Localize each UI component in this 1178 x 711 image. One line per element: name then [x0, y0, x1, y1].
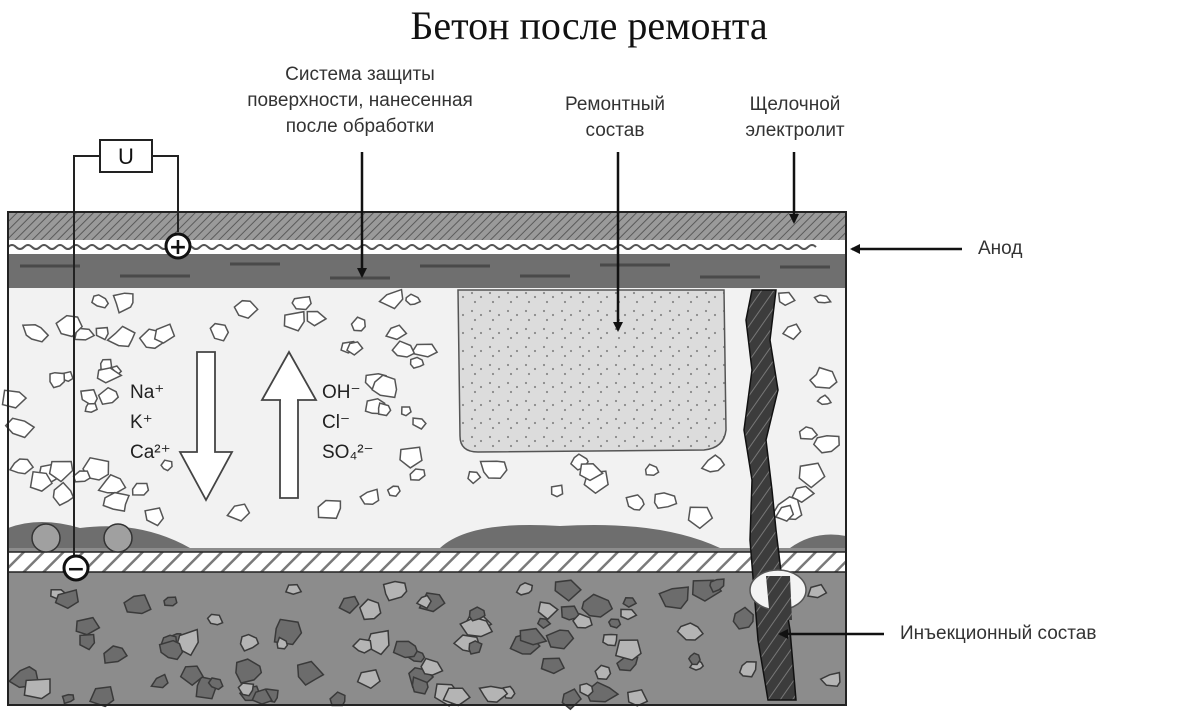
- surface-treatment-layer: [8, 254, 846, 288]
- negative-terminal-sign: −: [67, 557, 85, 582]
- aggregate-stone: [469, 641, 482, 654]
- corrosion-product-2: [104, 524, 132, 552]
- repair-compound-patch: [458, 290, 726, 452]
- aggregate-stone: [609, 619, 621, 628]
- aggregate-stone: [318, 501, 340, 519]
- arrow-joint: [281, 398, 297, 402]
- positive-terminal-sign: +: [169, 235, 187, 260]
- aggregate-stone: [85, 404, 97, 413]
- ion-chloride: Cl⁻: [322, 412, 350, 433]
- protective-coating-layer: [8, 212, 846, 240]
- crack-filled-at-rebar: [766, 576, 792, 620]
- aggregate-stone: [603, 635, 617, 646]
- aggregate-stone: [379, 403, 391, 415]
- aggregate-stone: [292, 297, 311, 310]
- aggregate-stone: [24, 679, 50, 699]
- ion-sulfate: SO₄²⁻: [322, 442, 374, 463]
- corrosion-product-1: [32, 524, 60, 552]
- aggregate-stone: [164, 597, 177, 606]
- aggregate-stone: [208, 614, 223, 624]
- voltage-source-label: U: [118, 144, 134, 169]
- reinforcement-bar: [8, 552, 846, 572]
- ion-potassium: K⁺: [130, 412, 153, 433]
- aggregate-stone: [552, 485, 563, 497]
- ion-hydroxide: OH⁻: [322, 382, 361, 403]
- ion-calcium: Ca²⁺: [130, 442, 171, 463]
- aggregate-stone: [616, 640, 641, 660]
- aggregate-stone: [133, 484, 149, 496]
- ion-sodium: Na⁺: [130, 382, 164, 403]
